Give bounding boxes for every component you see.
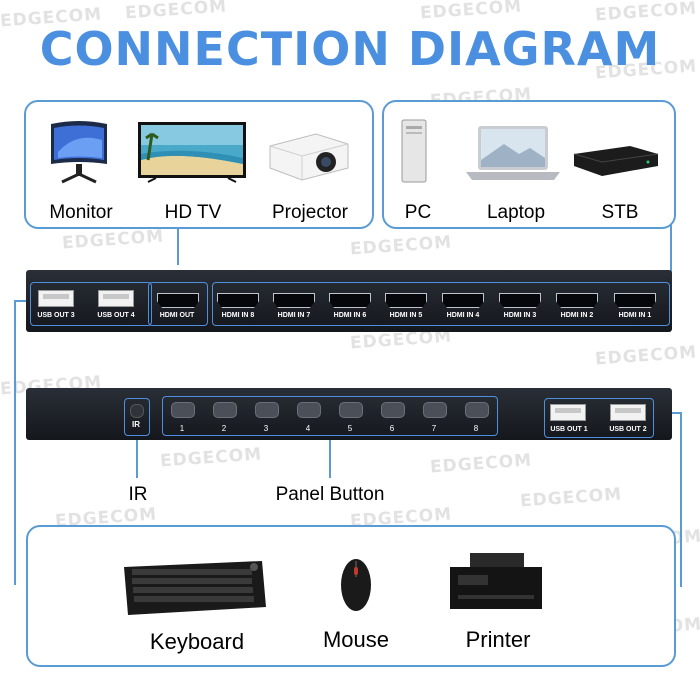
- hdmi-out-connector-line: [177, 225, 179, 265]
- input-label-stb: STB: [584, 202, 656, 224]
- hdmi-in-label: HDMI IN 6: [322, 312, 378, 319]
- watermark: EDGECOM: [349, 232, 452, 259]
- panel-button-3[interactable]: [255, 402, 279, 418]
- panel-button-1[interactable]: [171, 402, 195, 418]
- panel-button-number: 5: [340, 424, 360, 433]
- watermark: EDGECOM: [594, 342, 697, 369]
- peripheral-label-mouse: Mouse: [308, 627, 404, 653]
- watermark: EDGECOM: [429, 450, 532, 477]
- usb-rear-connector-line: [14, 300, 16, 585]
- front-panel: IR 1 2 3 4 5 6 7 8 USB OUT 1 USB OUT 2: [26, 388, 672, 440]
- tv-icon: [136, 120, 248, 186]
- keyboard-icon: [122, 557, 268, 619]
- monitor-icon: [48, 118, 110, 186]
- peripheral-label-printer: Printer: [446, 627, 550, 653]
- ir-label: IR: [124, 420, 148, 429]
- laptop-icon: [464, 124, 562, 184]
- usb-port-4: [98, 290, 134, 307]
- usb-port-1: [550, 404, 586, 421]
- ir-callout-line: [136, 440, 138, 478]
- hdmi-in-port: [442, 293, 484, 308]
- hdmi-in-label: HDMI IN 8: [210, 312, 266, 319]
- ir-callout-label: IR: [120, 484, 156, 506]
- watermark: EDGECOM: [61, 226, 164, 253]
- hdmi-in-label: HDMI IN 7: [266, 312, 322, 319]
- input-label-laptop: Laptop: [476, 202, 556, 224]
- output-label-projector: Projector: [254, 202, 366, 224]
- watermark: EDGECOM: [124, 0, 227, 24]
- panel-button-number: 6: [382, 424, 402, 433]
- hdmi-in-port: [499, 293, 541, 308]
- panel-button-callout-label: Panel Button: [260, 484, 400, 506]
- hdmi-in-port: [556, 293, 598, 308]
- peripheral-label-keyboard: Keyboard: [132, 629, 262, 655]
- hdmi-in-label: HDMI IN 2: [549, 312, 605, 319]
- panel-button-number: 2: [214, 424, 234, 433]
- panel-button-number: 8: [466, 424, 486, 433]
- hdmi-in-port: [217, 293, 259, 308]
- hdmi-in-port: [273, 293, 315, 308]
- panel-button-6[interactable]: [381, 402, 405, 418]
- hdmi-in-port: [614, 293, 656, 308]
- panel-button-number: 3: [256, 424, 276, 433]
- projector-icon: [266, 128, 352, 186]
- panel-button-number: 1: [172, 424, 192, 433]
- pc-tower-icon: [398, 118, 430, 184]
- usb-port-label: USB OUT 4: [90, 312, 142, 319]
- usb-front-connector-line: [680, 412, 682, 587]
- mouse-icon: [338, 555, 374, 613]
- input-devices-box: PC Laptop STB: [382, 100, 676, 229]
- usb-port-label: USB OUT 3: [30, 312, 82, 319]
- hdmi-in-label: HDMI IN 1: [607, 312, 663, 319]
- watermark: EDGECOM: [419, 0, 522, 24]
- panel-button-8[interactable]: [465, 402, 489, 418]
- panel-button-7[interactable]: [423, 402, 447, 418]
- hdmi-in-port: [329, 293, 371, 308]
- set-top-box-icon: [570, 140, 662, 180]
- hdmi-in-label: HDMI IN 5: [378, 312, 434, 319]
- usb-port-label: USB OUT 2: [602, 426, 654, 433]
- input-label-pc: PC: [388, 202, 448, 224]
- hdmi-in-label: HDMI IN 3: [492, 312, 548, 319]
- panel-button-4[interactable]: [297, 402, 321, 418]
- watermark: EDGECOM: [519, 484, 622, 511]
- ir-sensor-icon: [130, 404, 144, 418]
- printer-icon: [446, 551, 546, 613]
- output-devices-box: Monitor HD TV Projector: [24, 100, 374, 229]
- panel-button-2[interactable]: [213, 402, 237, 418]
- panel-button-callout-line: [329, 440, 331, 478]
- output-label-hd-tv: HD TV: [150, 202, 236, 224]
- panel-buttons-group: [162, 396, 498, 436]
- hdmi-out-label: HDMI OUT: [148, 312, 206, 319]
- watermark: EDGECOM: [159, 444, 262, 471]
- panel-button-number: 7: [424, 424, 444, 433]
- usb-port-label: USB OUT 1: [544, 426, 594, 433]
- hdmi-in-port: [385, 293, 427, 308]
- output-label-monitor: Monitor: [38, 202, 124, 224]
- usb-port-2: [610, 404, 646, 421]
- hdmi-out-port: [157, 293, 199, 308]
- page-title: CONNECTION DIAGRAM: [0, 22, 700, 76]
- rear-panel: USB OUT 3 USB OUT 4 HDMI OUT HDMI IN 8 H…: [26, 270, 672, 332]
- hdmi-in-label: HDMI IN 4: [435, 312, 491, 319]
- usb-port-3: [38, 290, 74, 307]
- peripherals-box: Keyboard Mouse Printer: [26, 525, 676, 667]
- panel-button-5[interactable]: [339, 402, 363, 418]
- panel-button-number: 4: [298, 424, 318, 433]
